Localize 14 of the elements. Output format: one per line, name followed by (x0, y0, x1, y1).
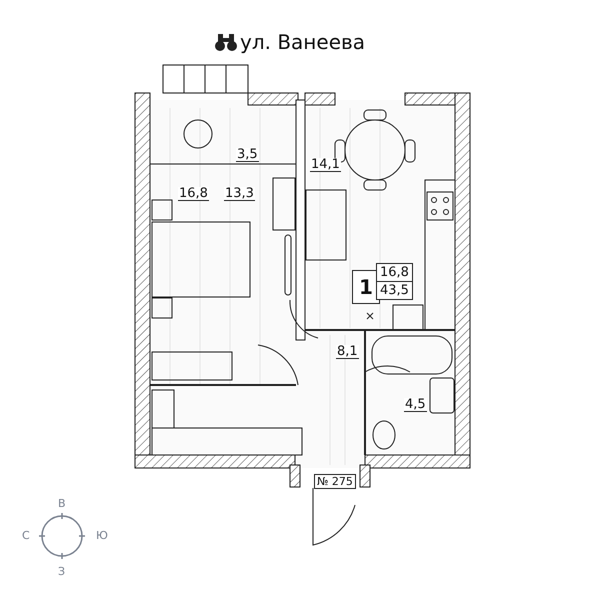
room-area-label: 4,5 (404, 398, 427, 412)
street-title: ул. Ванеева (240, 32, 366, 52)
room-area-label: 3,5 (236, 148, 259, 162)
room-area-label: 8,1 (336, 345, 359, 359)
room-area-label: 13,3 (224, 187, 255, 201)
room-area-label: 16,8 (178, 187, 209, 201)
compass-label: З (58, 566, 66, 577)
compass-label: С (22, 530, 30, 541)
apartment-number-label: № 275 (314, 474, 356, 489)
compass-label: Ю (96, 530, 108, 541)
room-area-label: 14,1 (310, 158, 341, 172)
living-area-label: 16,8 (376, 263, 413, 282)
compass-label: В (58, 498, 66, 509)
total-area-label: 43,5 (376, 281, 413, 300)
